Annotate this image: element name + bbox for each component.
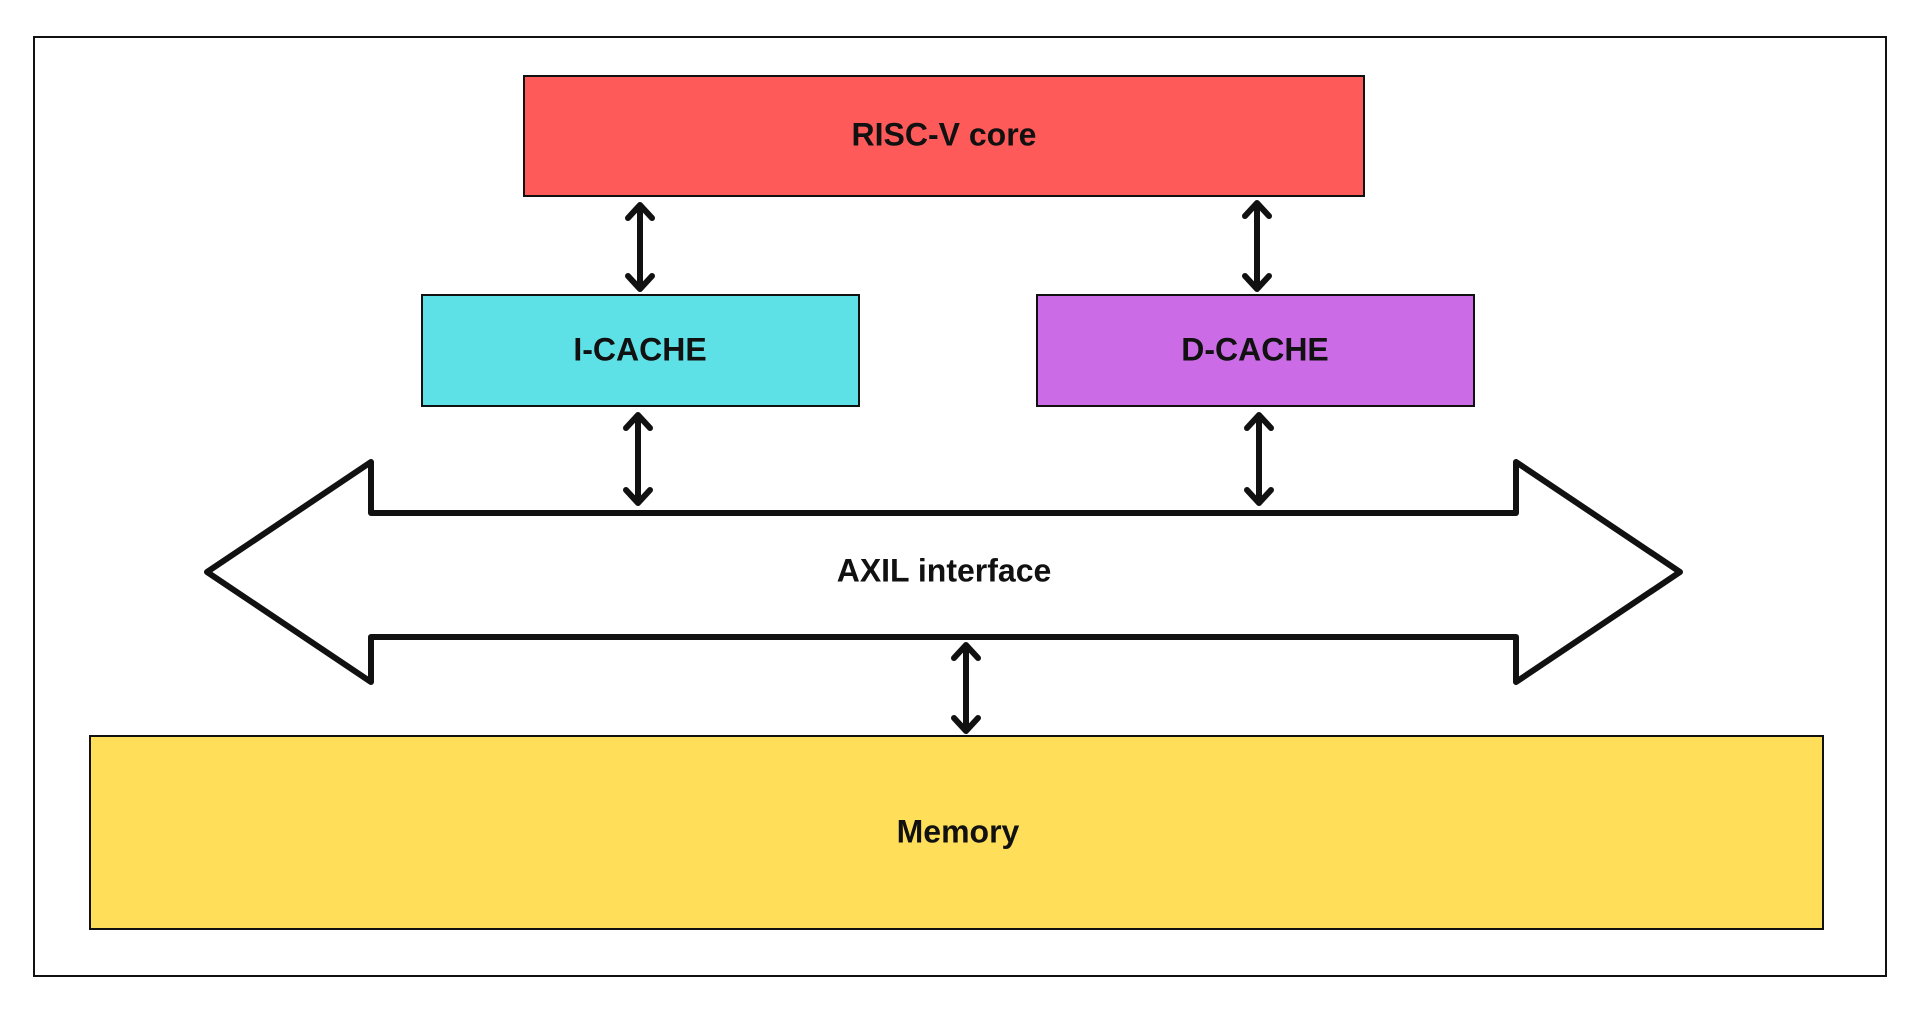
risc-v-core-label: RISC-V core [852, 116, 1037, 152]
dcache-bus-double-arrow [1244, 412, 1274, 506]
i-cache-box [421, 294, 860, 407]
axil-bus-shape [204, 459, 1683, 685]
i-cache-block: I-CACHE [421, 294, 860, 407]
memory-block: Memory [89, 735, 1824, 930]
axil-interface-bus: AXIL interface [204, 459, 1683, 685]
bus-memory-double-arrow [951, 642, 981, 734]
d-cache-block: D-CACHE [1036, 294, 1475, 407]
d-cache-box [1036, 294, 1475, 407]
risc-v-core-box [523, 75, 1365, 197]
icache-bus-double-arrow [623, 412, 653, 506]
axil-interface-label: AXIL interface [837, 552, 1052, 588]
memory-label: Memory [897, 813, 1020, 849]
core-dcache-double-arrow [1242, 200, 1272, 292]
core-icache-double-arrow [625, 202, 655, 292]
i-cache-label: I-CACHE [573, 331, 706, 367]
memory-box [89, 735, 1824, 930]
d-cache-label: D-CACHE [1181, 331, 1329, 367]
risc-v-core-block: RISC-V core [523, 75, 1365, 197]
